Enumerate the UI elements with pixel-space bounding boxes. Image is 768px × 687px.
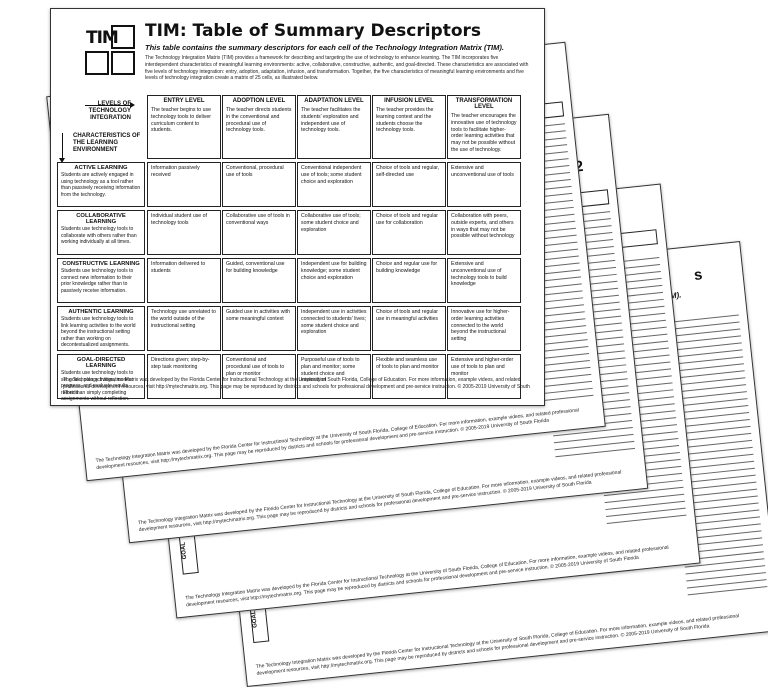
- right-arrow-icon: [85, 102, 135, 108]
- table-cell: Independent use for building knowledge; …: [297, 258, 371, 303]
- table-cell: Conventional and procedural use of tools…: [222, 354, 296, 399]
- table-cell: Guided, conventional use for building kn…: [222, 258, 296, 303]
- level-desc: The teacher directs students in the conv…: [226, 107, 292, 134]
- characteristic-desc: Students are actively engaged in using t…: [61, 172, 141, 198]
- characteristic-name: ACTIVE LEARNING: [74, 165, 128, 171]
- page-number: s: [693, 266, 704, 284]
- page-title: TIM: Table of Summary Descriptors: [145, 21, 482, 41]
- table-cell: Information delivered to students: [147, 258, 221, 303]
- level-name: ADAPTATION LEVEL: [304, 98, 364, 104]
- table-cell: Individual student use of technology too…: [147, 210, 221, 255]
- level-header: ADOPTION LEVEL The teacher directs studen…: [222, 95, 296, 159]
- level-header: INFUSION LEVEL The teacher provides the l…: [372, 95, 446, 159]
- characteristic-desc: Students use technology tools to set goa…: [61, 370, 134, 402]
- table-cell: Extensive and higher-order use of tools …: [447, 354, 521, 399]
- table-cell: Purposeful use of tools to plan and moni…: [297, 354, 371, 399]
- table-cell: Choice and regular use for building know…: [372, 258, 446, 303]
- table-cell: Collaborative use of tools; some student…: [297, 210, 371, 255]
- table-cell: Information passively received: [147, 162, 221, 207]
- characteristics-label: CHARACTERISTICS OF THE LEARNING ENVIRONM…: [73, 133, 141, 154]
- characteristic-name: GOAL-DIRECTED LEARNING: [76, 357, 126, 369]
- characteristic-name: COLLABORATIVE LEARNING: [76, 213, 126, 225]
- table-cell: Choice of tools and regular use for coll…: [372, 210, 446, 255]
- table-cell: Directions given; step-by-step task moni…: [147, 354, 221, 399]
- level-header: TRANSFORMATION LEVEL The teacher encourag…: [447, 95, 521, 159]
- table-cell: Extensive and unconventional use of tech…: [447, 258, 521, 303]
- table-cell: Choice of tools and regular, self-direct…: [372, 162, 446, 207]
- level-desc: The teacher provides the learning contex…: [376, 107, 434, 134]
- level-desc: The teacher facilitates the students' ex…: [301, 107, 361, 134]
- page-footer: The Technology Integration Matrix was de…: [63, 376, 530, 397]
- characteristic-desc: Students use technology tools to connect…: [61, 268, 134, 294]
- characteristic-name: AUTHENTIC LEARNING: [68, 309, 134, 315]
- tim-logo: TIM: [85, 25, 137, 77]
- logo-text: TIM: [86, 28, 119, 48]
- table-cell: Independent use in activities connected …: [297, 306, 371, 351]
- characteristic-name: CONSTRUCTIVE LEARNING: [62, 261, 140, 267]
- level-desc: The teacher encourages the innovative us…: [451, 113, 517, 153]
- table-cell: Conventional independent use of tools; s…: [297, 162, 371, 207]
- characteristic-desc: Students use technology tools to collabo…: [61, 226, 137, 245]
- table-cell: Guided use in activities with some meani…: [222, 306, 296, 351]
- page-subtitle: This table contains the summary descript…: [145, 43, 504, 52]
- level-name: ADOPTION LEVEL: [232, 98, 286, 104]
- characteristic-desc: Students use technology tools to link le…: [61, 316, 136, 348]
- table-cell: Technology use unrelated to the world ou…: [147, 306, 221, 351]
- intro-paragraph: The Technology Integration Matrix (TIM) …: [145, 55, 529, 82]
- level-name: ENTRY LEVEL: [163, 98, 205, 104]
- table-cell: Conventional, procedural use of tools: [222, 162, 296, 207]
- levels-label: LEVELS OF TECHNOLOGY INTEGRATION: [88, 101, 131, 122]
- level-header: ADAPTATION LEVEL The teacher facilitates …: [297, 95, 371, 159]
- summary-table: ENTRY LEVEL The teacher begins to use tec…: [57, 95, 533, 402]
- level-name: TRANSFORMATION LEVEL: [455, 98, 513, 110]
- level-desc: The teacher begins to use technology too…: [151, 107, 211, 134]
- level-header: ENTRY LEVEL The teacher begins to use tec…: [147, 95, 221, 159]
- down-arrow-icon: [59, 133, 65, 163]
- table-cell: Extensive and unconventional use of tool…: [447, 162, 521, 207]
- table-cell: Flexible and seamless use of tools to pl…: [372, 354, 446, 399]
- table-cell: Innovative use for higher-order learning…: [447, 306, 521, 351]
- table-cell: Collaboration with peers, outside expert…: [447, 210, 521, 255]
- back-footer: The Technology Integration Matrix was de…: [255, 613, 740, 677]
- front-sheet: TIM TIM: Table of Summary Descriptors Th…: [50, 8, 545, 406]
- table-cell: Choice of tools and regular use in meani…: [372, 306, 446, 351]
- level-header-row: ENTRY LEVEL The teacher begins to use tec…: [147, 95, 533, 159]
- table-cell: Collaborative use of tools in convention…: [222, 210, 296, 255]
- level-name: INFUSION LEVEL: [384, 98, 434, 104]
